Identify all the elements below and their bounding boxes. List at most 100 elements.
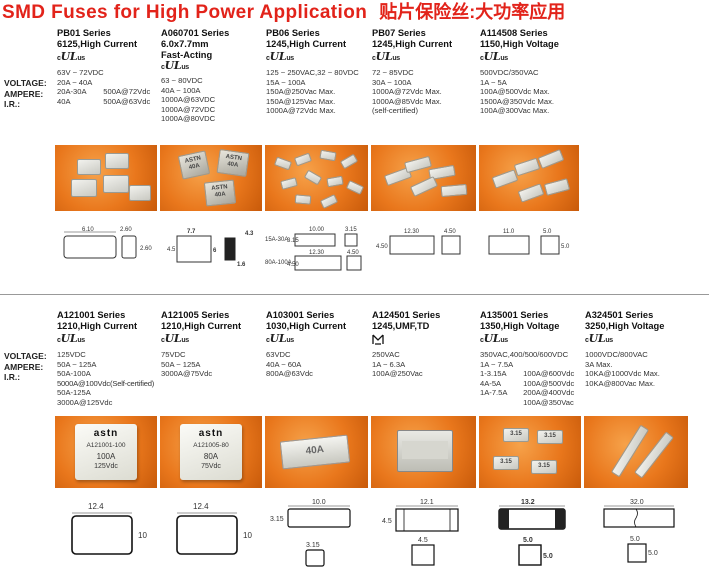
ul-mark-icon: cULus (372, 50, 400, 63)
ir-value: 150A@250Vac Max. (266, 87, 336, 97)
product-photo-pb01 (55, 145, 157, 211)
series-name: A324501 Series (585, 310, 654, 320)
product-photo-a121005: astn A121005-80 80A 75Vdc (160, 416, 262, 488)
series-desc: 6125,High Current (57, 39, 138, 49)
ir-value: 3000A@125Vdc (57, 397, 113, 407)
svg-text:12.1: 12.1 (420, 499, 434, 506)
dimension-drawing-a135001: 13.2 5.0 5.0 (498, 499, 566, 566)
svg-text:6: 6 (213, 248, 217, 254)
dimension-drawing-pb06: 15A-30A 10.00 3.15 3.15 80A-100A 12.30 4… (265, 227, 362, 271)
svg-text:15A-30A: 15A-30A (265, 237, 288, 243)
svg-text:4.50: 4.50 (376, 244, 388, 250)
series-name: A114508 Series (480, 28, 548, 38)
ir-label: I.R.: (4, 99, 21, 109)
series-desc: 1245,High Current (266, 39, 347, 49)
svg-text:4.50: 4.50 (444, 229, 456, 235)
ir-value: 150A@125Vac Max. (266, 96, 336, 106)
product-photo-a124501 (371, 416, 476, 488)
ul-mark-icon: cULus (57, 50, 85, 63)
product-photo-a103001: 40A (265, 416, 368, 488)
series-name: PB01 Series (57, 28, 111, 38)
ul-mark-icon: cULus (480, 50, 508, 63)
series-desc: 1210,High Current (57, 321, 138, 331)
series-name: PB06 Series (266, 28, 320, 38)
voltage-label: VOLTAGE: (4, 78, 47, 88)
series-desc: 1245,UMF,TD (372, 321, 430, 331)
dimension-drawing-a103001: 10.0 3.15 3.15 (270, 499, 351, 567)
voltage-value: 63V ~ 72VDC (57, 68, 104, 77)
series-desc: 1350,High Voltage (480, 321, 560, 331)
series-desc: 1210,High Current (161, 321, 242, 331)
ir-value: 50A-125A (57, 388, 91, 398)
section-divider (0, 294, 709, 295)
series-pb06: PB06 Series 1245,High Current cULus 125 … (266, 28, 370, 116)
ampere-value: 15A ~ 100A (266, 77, 306, 87)
voltage-value: 63 ~ 80VDC (161, 76, 203, 85)
svg-text:3.15: 3.15 (270, 516, 284, 523)
svg-text:5.0: 5.0 (543, 553, 553, 560)
ir-value: (self-certified) (372, 106, 418, 116)
dimension-drawing-a121001: 12.4 10 (71, 502, 147, 555)
dimension-drawing-a124501: 12.1 4.5 4.5 (382, 499, 459, 566)
voltage-value: 125VDC (57, 350, 86, 359)
svg-text:12.4: 12.4 (88, 502, 104, 511)
ir-value: 1000A@72Vdc Max. (266, 106, 336, 116)
ir-value: 800A@63Vdc (266, 369, 313, 379)
svg-text:4.5: 4.5 (382, 518, 392, 525)
product-photo-a121001: astn A121001-100 100A 125Vdc (55, 416, 157, 488)
ampere-value: 1A ~ 7.5A (480, 359, 514, 369)
ul-mark-icon: cULus (585, 332, 613, 345)
svg-text:3.15: 3.15 (287, 238, 299, 244)
series-a135001: A135001 Series 1350,High Voltage cULus 3… (480, 310, 584, 408)
ir-value: 5000A@100Vdc(Self-certified) (57, 378, 155, 388)
series-name: PB07 Series (372, 28, 426, 38)
series-pb07: PB07 Series 1245,High Current cULus 72 ~… (372, 28, 476, 116)
svg-text:10: 10 (243, 531, 252, 540)
series-desc: 3250,High Voltage (585, 321, 665, 331)
series-desc: 6.0x7.7mm (161, 39, 209, 49)
svg-text:5.0: 5.0 (648, 550, 658, 557)
svg-text:10.0: 10.0 (312, 499, 326, 506)
voltage-label: VOLTAGE: (4, 351, 47, 361)
product-photo-pb07 (371, 145, 476, 211)
ampere-value: 1A ~ 6.3A (372, 359, 406, 369)
series-a121001: A121001 Series 1210,High Current cULus 1… (57, 310, 161, 408)
product-photo-a135001: 3.15 3.15 3.15 3.15 (479, 416, 581, 488)
ampere-label: AMPERE: (4, 362, 44, 372)
svg-text:4.3: 4.3 (245, 231, 254, 237)
ul-mark-icon: cULus (266, 50, 294, 63)
svg-text:12.30: 12.30 (309, 250, 325, 256)
series-a124501: A124501 Series 1245,UMF,TD 250VAC 1A ~ 6… (372, 310, 476, 379)
product-photo-a114508 (479, 145, 579, 211)
ir-value: 100A@500Vdc Max. (480, 87, 550, 97)
dimension-drawing-a114508: 11.0 5.0 5.0 (488, 229, 570, 255)
svg-text:4.50: 4.50 (347, 250, 359, 256)
svg-text:5.0: 5.0 (543, 229, 552, 235)
ampere-label: AMPERE: (4, 89, 44, 99)
svg-text:12.30: 12.30 (404, 229, 420, 235)
ampere-value: 3A Max. (585, 359, 613, 369)
ampere-value: 30A ~ 100A (372, 77, 412, 87)
ul-mark-icon: cULus (161, 59, 189, 72)
ir-value: 10KA@800Vac Max. (585, 378, 656, 388)
svg-text:13.2: 13.2 (521, 499, 535, 506)
ampere-value: 20A ~ 40A (57, 77, 93, 87)
ir-value: 1500A@350Vdc Max. (480, 96, 554, 106)
series-name: A060701 Series (161, 28, 230, 38)
series-a060701: A060701 Series 6.0x7.7mm Fast-Acting cUL… (161, 28, 265, 124)
ir-value: 100A@300Vac Max. (480, 106, 550, 116)
svg-text:10.00: 10.00 (309, 227, 325, 233)
dimension-drawing-a060701: 7.7 6 4.3 1.6 4.5 (167, 229, 254, 268)
series-name: A135001 Series (480, 310, 549, 320)
svg-text:5.0: 5.0 (561, 244, 570, 250)
product-photo-pb06 (265, 145, 368, 211)
svg-text:2.60: 2.60 (120, 227, 132, 233)
voltage-value: 63VDC (266, 350, 291, 359)
series-a121005: A121005 Series 1210,High Current cULus 7… (161, 310, 265, 379)
title-english: SMD Fuses for High Power Application (2, 2, 368, 23)
ir-value: 50A-100A (57, 369, 91, 379)
